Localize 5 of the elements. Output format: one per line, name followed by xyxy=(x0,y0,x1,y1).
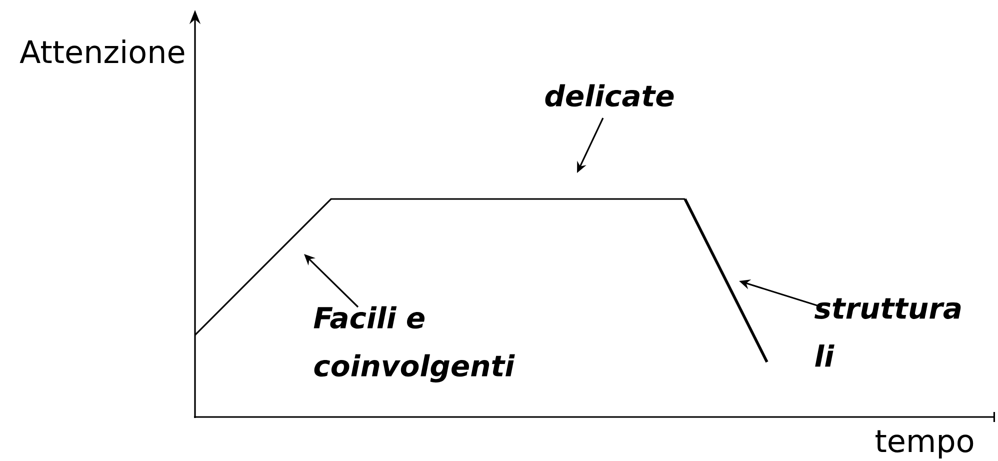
annotation-text: delicate xyxy=(545,84,674,107)
annotation-text: struttura li xyxy=(814,298,961,367)
axis-label: Attenzione xyxy=(20,39,184,64)
axis-label: tempo xyxy=(876,430,974,458)
annotation-text: Facili e coinvolgenti xyxy=(314,306,515,382)
